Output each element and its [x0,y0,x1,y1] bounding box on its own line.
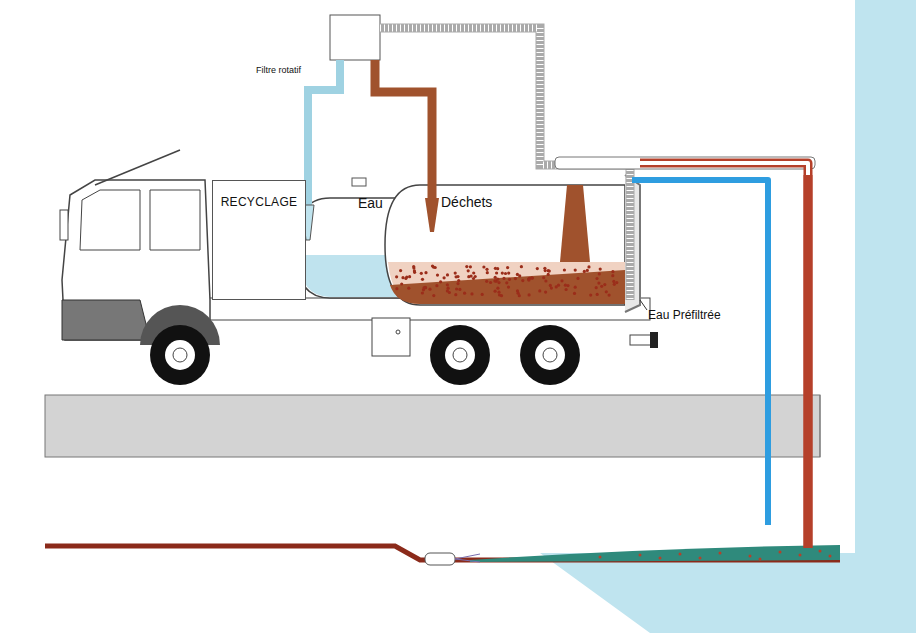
waste-sediment [390,270,625,304]
cab-bumper [62,300,150,340]
tank-label: Eau [358,196,383,211]
waste-fill [388,262,625,304]
inlet-funnel [560,185,590,262]
suction-pipe-inner [640,163,808,548]
sludge-dots [599,550,832,561]
clean-water-pipe [308,60,340,205]
exhaust-tip [650,332,658,348]
leader-line [640,300,647,310]
nozzle-jet [455,559,480,562]
waste-tank [385,185,625,305]
water-tank [295,198,400,298]
tank-label: Déchets [441,195,492,210]
tank-vent [352,178,366,186]
waste-return-pipe [375,60,432,200]
road [45,395,820,457]
cab-side-window [150,190,200,250]
pipe-nozzle [425,553,455,565]
chassis-box-knob [396,330,400,334]
equipment-box: RECYCLAGE [212,180,306,300]
sludge-pool [470,545,840,562]
waste-funnel [425,198,439,232]
box-label: RECYCLAGE [213,195,305,209]
filter-label: Filtre rotatif [256,66,301,76]
nozzle-jet [455,554,480,559]
wheels [140,305,580,385]
mirror [60,210,68,240]
wiper [95,150,180,185]
prefiltered-water-pipe [632,180,768,525]
road-edge [820,395,821,457]
waste-dots [395,264,618,297]
rotary-filter [330,15,380,60]
chassis-box [372,318,410,356]
callout-label: Eau Préfiltrée [648,309,721,322]
suction-pipe-fill [804,175,813,548]
water-fill [298,255,400,297]
cab-window [80,190,140,250]
picture-ground [45,0,855,553]
suction-pipe [640,163,808,548]
